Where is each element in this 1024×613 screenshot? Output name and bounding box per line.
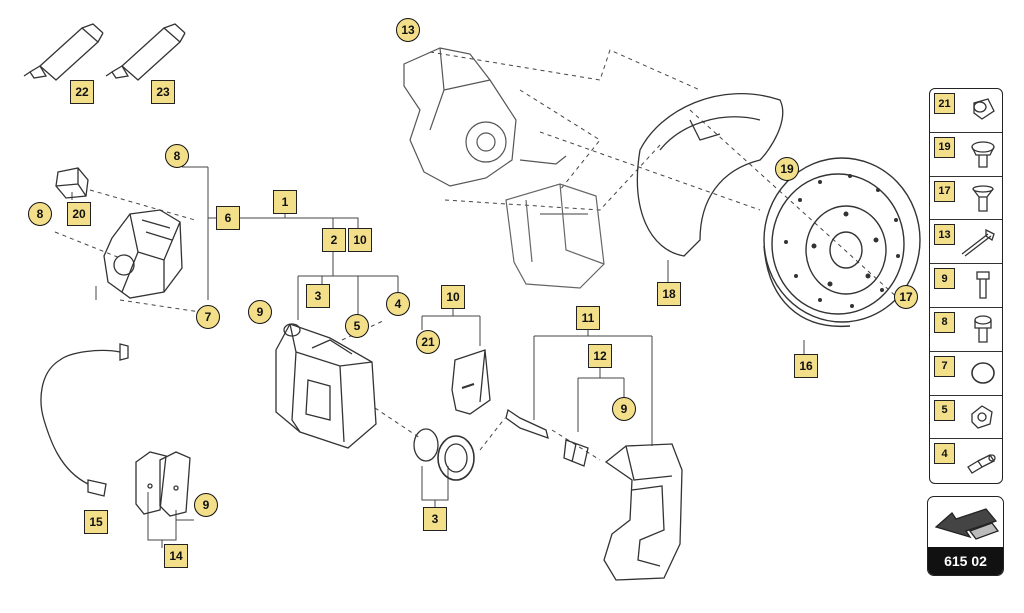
legend-num: 17 bbox=[934, 180, 955, 202]
legend-num: 5 bbox=[934, 399, 955, 421]
legend-item-7: 7 bbox=[930, 352, 1002, 396]
bleed-valve-icon bbox=[967, 454, 996, 475]
callout-16: 16 bbox=[794, 354, 818, 378]
callout-3-bottom: 3 bbox=[423, 507, 447, 531]
callout-8-left: 8 bbox=[28, 202, 52, 226]
callout-22: 22 bbox=[70, 80, 94, 104]
callout-6: 6 bbox=[216, 206, 240, 230]
callout-9-pin: 9 bbox=[612, 397, 636, 421]
callout-3-top: 3 bbox=[306, 284, 330, 308]
legend-item-5: 5 bbox=[930, 396, 1002, 440]
callout-4: 4 bbox=[386, 292, 410, 316]
fastener-legend: 21 19 17 13 9 8 7 5 4 bbox=[929, 88, 1003, 484]
callout-15: 15 bbox=[84, 510, 108, 534]
callout-8-top: 8 bbox=[165, 144, 189, 168]
callout-13: 13 bbox=[396, 18, 420, 42]
callout-9-pads: 9 bbox=[194, 493, 218, 517]
diagram-reference-box: 615 02 bbox=[927, 496, 1004, 576]
callout-2: 2 bbox=[322, 228, 346, 252]
callout-9-caliper: 9 bbox=[248, 300, 272, 324]
callout-17: 17 bbox=[894, 285, 918, 309]
legend-num: 13 bbox=[934, 224, 955, 246]
legend-item-21: 21 bbox=[930, 89, 1002, 133]
bolt-icon bbox=[976, 271, 990, 299]
legend-num: 8 bbox=[934, 311, 955, 333]
callout-21: 21 bbox=[416, 330, 440, 354]
legend-item-4: 4 bbox=[930, 439, 1002, 483]
long-bolt-icon bbox=[961, 229, 995, 257]
socket-bolt-icon bbox=[974, 315, 992, 343]
callout-14: 14 bbox=[164, 544, 188, 568]
callout-18: 18 bbox=[657, 282, 681, 306]
callout-20: 20 bbox=[67, 202, 91, 226]
callout-23: 23 bbox=[151, 80, 175, 104]
callout-10-top: 10 bbox=[348, 228, 372, 252]
legend-num: 9 bbox=[934, 268, 955, 290]
clip-icon bbox=[971, 404, 993, 429]
torx-screw-icon bbox=[971, 141, 995, 168]
direction-arrow-icon bbox=[934, 508, 1000, 540]
callout-10-pad: 10 bbox=[441, 285, 465, 309]
legend-item-13: 13 bbox=[930, 220, 1002, 265]
legend-item-19: 19 bbox=[930, 133, 1002, 177]
cap-icon bbox=[973, 98, 995, 120]
o-ring-icon bbox=[971, 361, 995, 384]
callout-7: 7 bbox=[196, 305, 220, 329]
callout-1: 1 bbox=[273, 190, 297, 214]
legend-num: 21 bbox=[934, 93, 955, 114]
legend-item-9: 9 bbox=[930, 264, 1002, 308]
countersunk-screw-icon bbox=[972, 184, 994, 212]
diagram-code: 615 02 bbox=[928, 547, 1003, 575]
legend-num: 4 bbox=[934, 443, 955, 465]
callout-19: 19 bbox=[775, 157, 799, 181]
legend-item-17: 17 bbox=[930, 177, 1002, 221]
callout-12: 12 bbox=[588, 344, 612, 368]
callout-5: 5 bbox=[345, 314, 369, 338]
legend-num: 7 bbox=[934, 355, 955, 377]
legend-num: 19 bbox=[934, 136, 955, 158]
callout-11: 11 bbox=[576, 306, 600, 330]
legend-item-8: 8 bbox=[930, 308, 1002, 352]
